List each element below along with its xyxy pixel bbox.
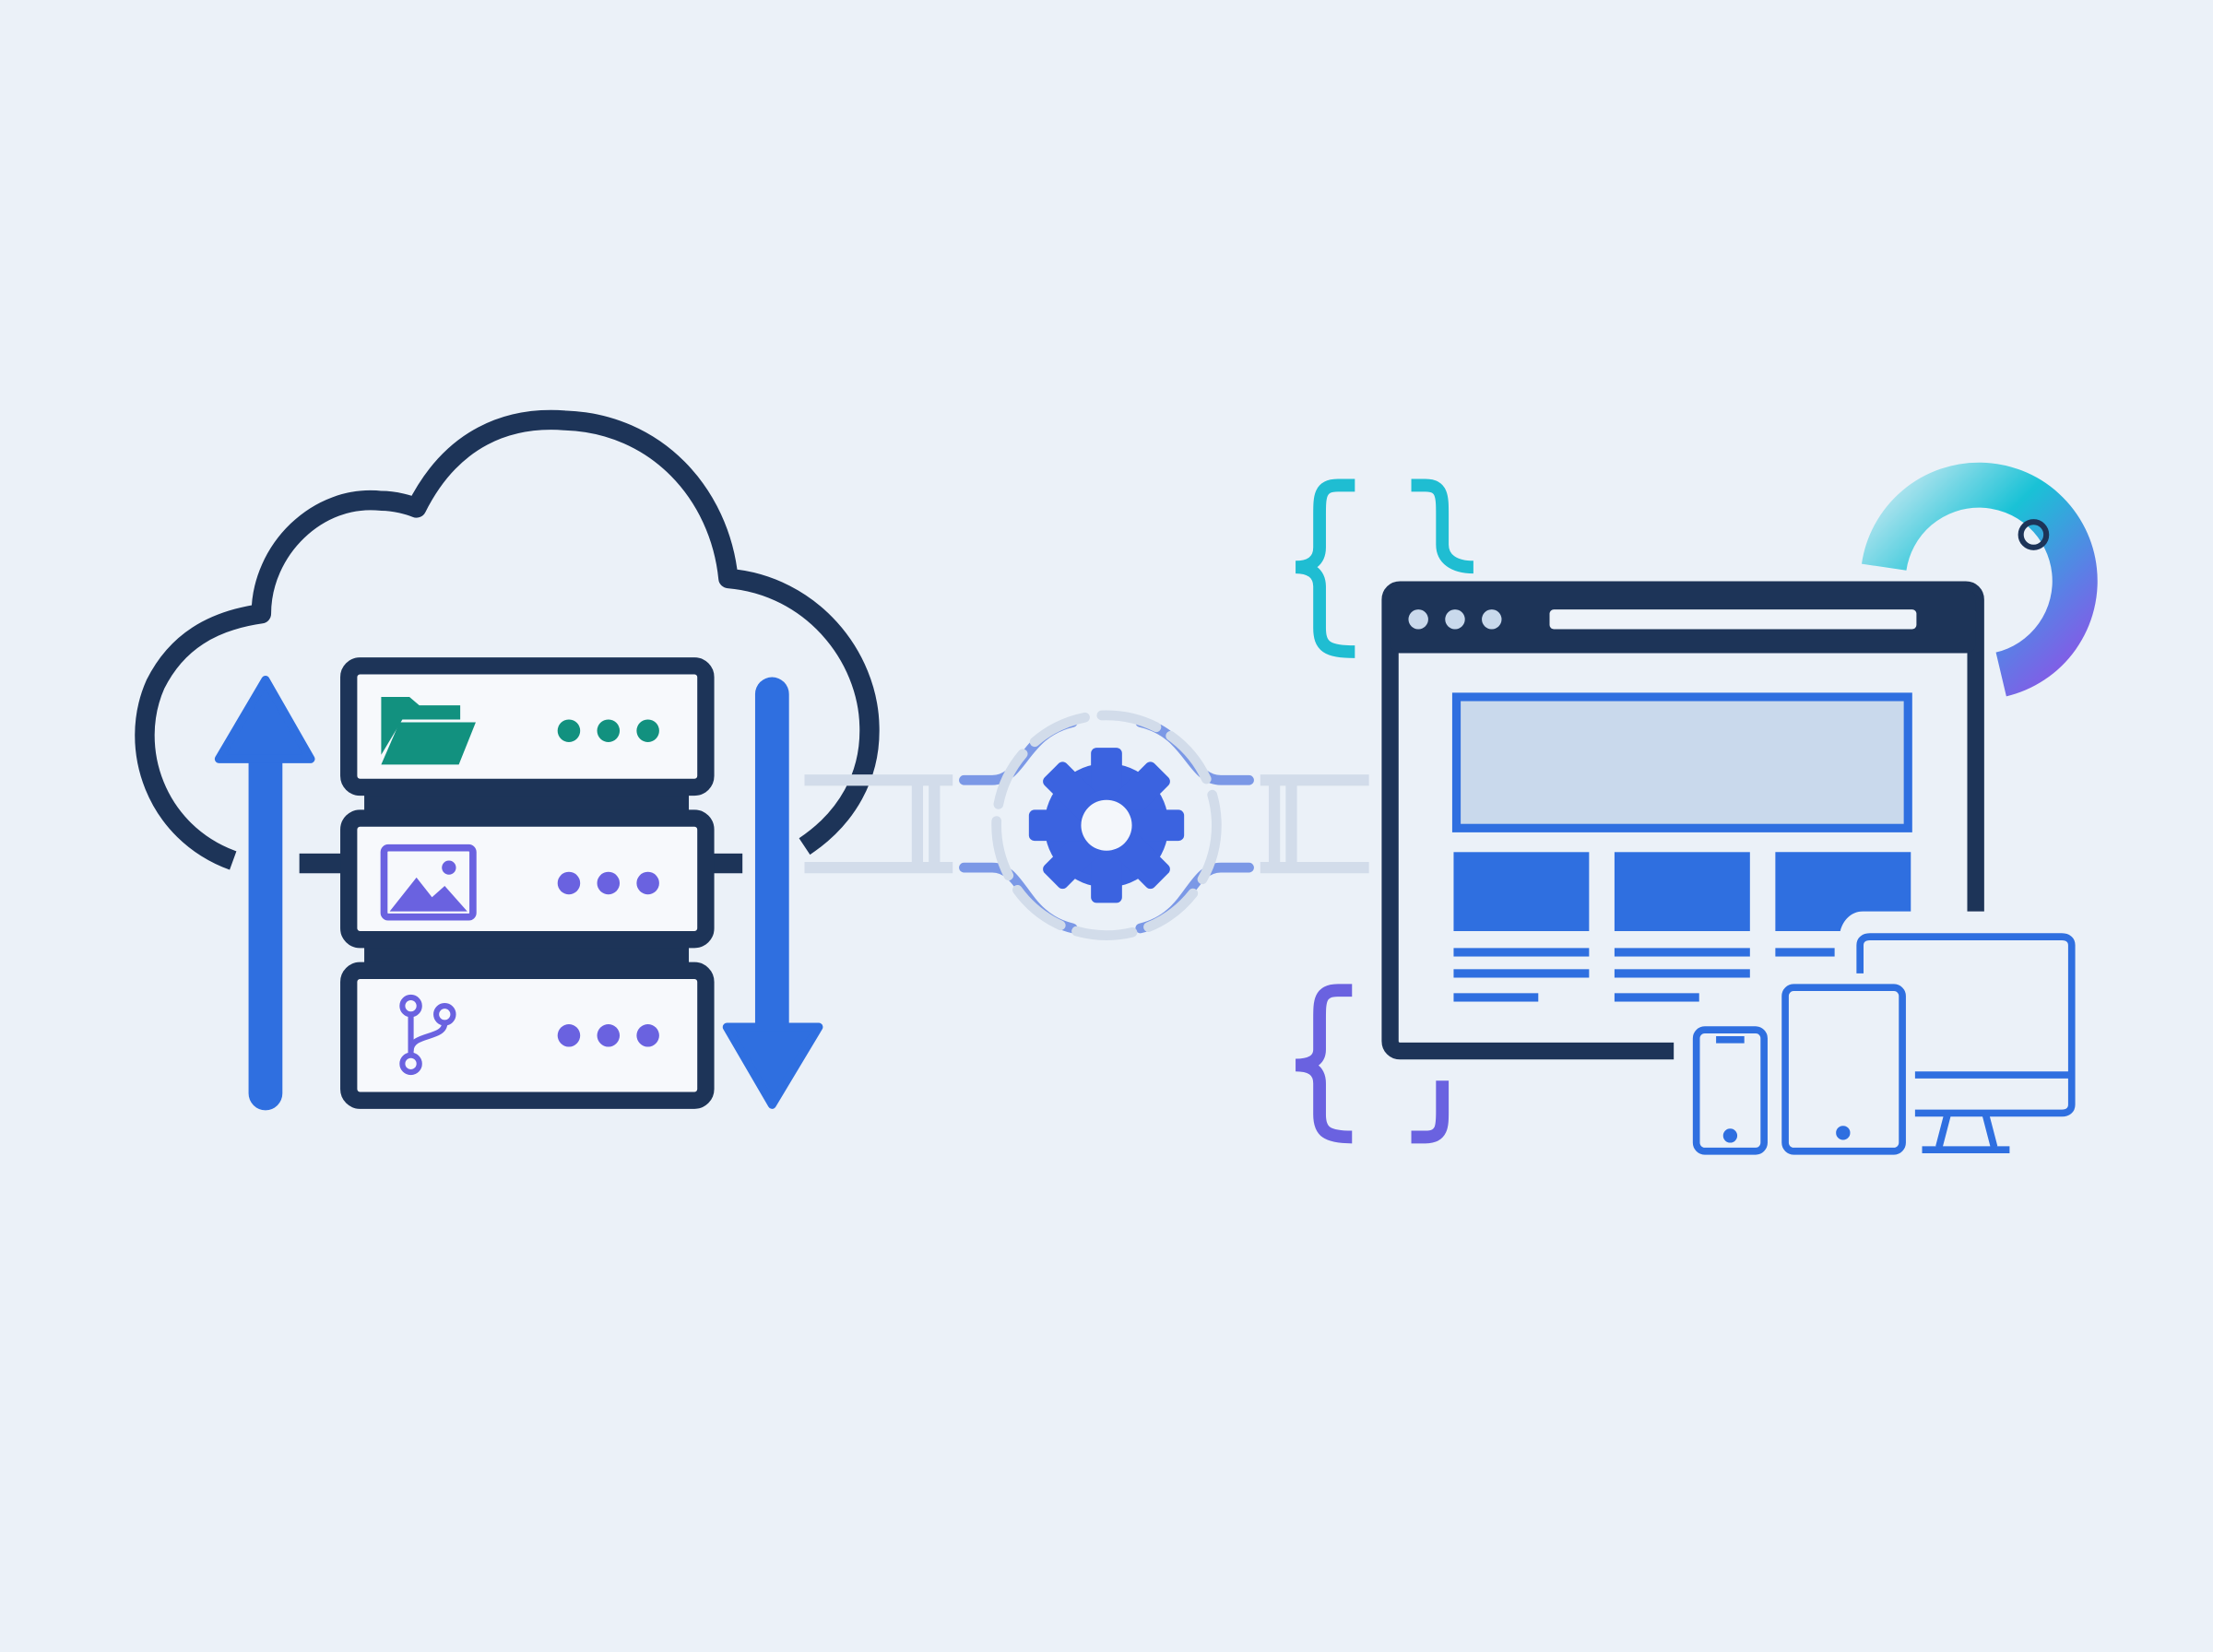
curly-brace-icon xyxy=(1295,478,1474,1144)
image-icon xyxy=(380,844,477,921)
monitor-icon xyxy=(1856,933,2076,1154)
server-stack-icon xyxy=(299,657,743,1109)
cloud-icon xyxy=(135,409,880,870)
gear-icon xyxy=(1028,748,1185,903)
tablet-icon xyxy=(1781,984,1906,1155)
phone-icon xyxy=(1692,1026,1768,1155)
upload-arrow-icon xyxy=(214,676,315,1111)
folder-icon xyxy=(381,696,476,765)
status-dots xyxy=(557,719,659,1047)
connector-pipes xyxy=(804,774,1369,874)
git-branch-icon xyxy=(399,994,456,1076)
data-flow-lines xyxy=(959,710,1254,940)
refresh-ring-icon xyxy=(1861,462,2098,697)
download-arrow-icon xyxy=(722,677,823,1109)
browser-window-icon xyxy=(1381,581,1984,1060)
